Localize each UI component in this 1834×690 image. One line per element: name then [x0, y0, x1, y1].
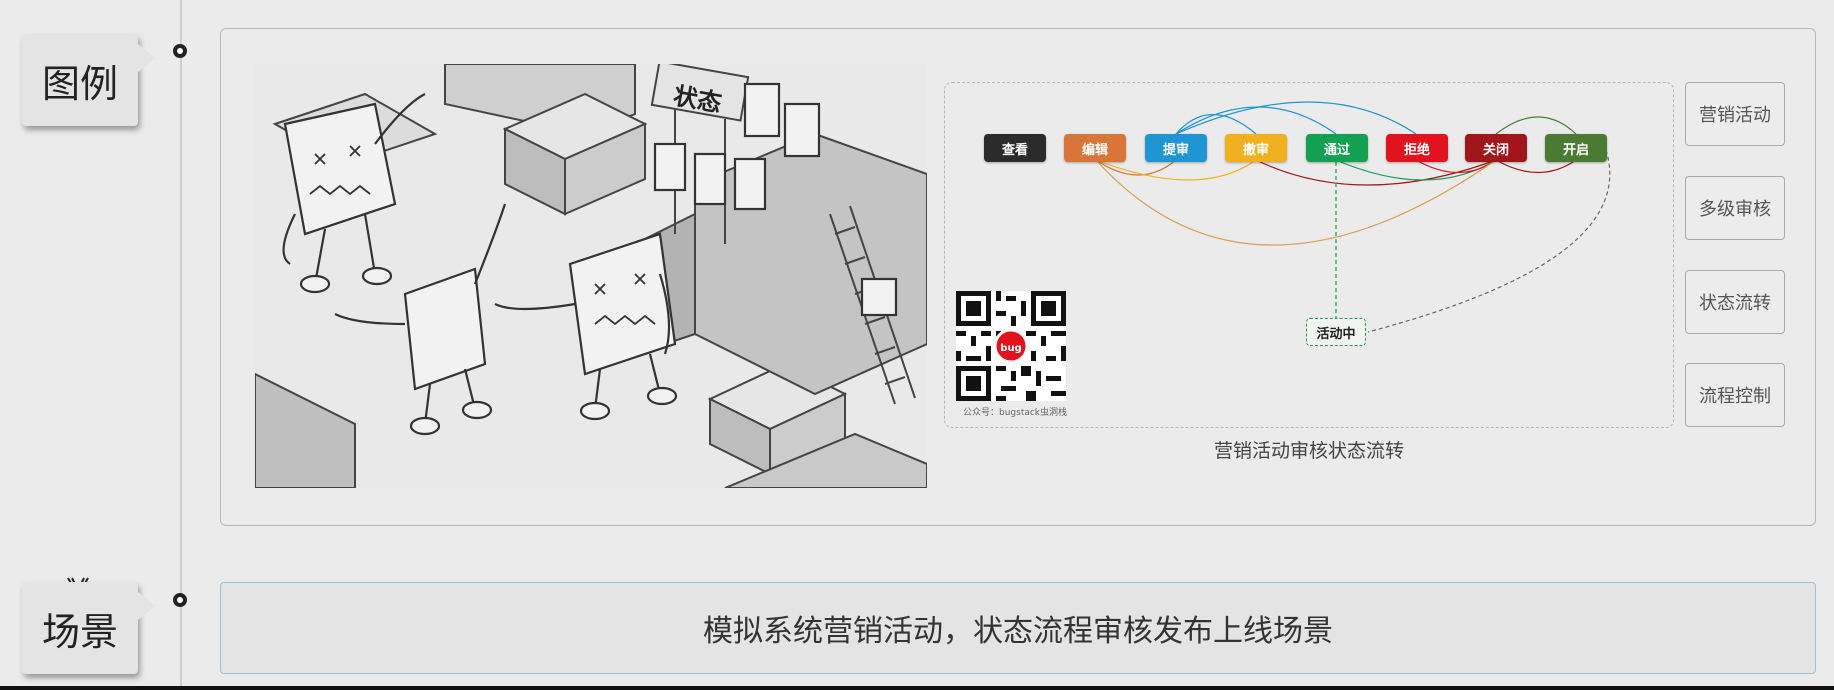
- timeline-line: [180, 0, 182, 690]
- tag-multi-level-review: 多级审核: [1685, 176, 1785, 240]
- qr-caption: 公众号：bugstack虫洞栈: [963, 408, 1068, 418]
- state-view: 查看: [984, 134, 1046, 162]
- legend-frame: [220, 28, 1816, 526]
- qr-code-icon: bug: [956, 291, 1066, 401]
- state-reject: 拒绝: [1386, 134, 1448, 162]
- scene-label: 场景: [22, 582, 156, 674]
- state-approve: 通过: [1306, 134, 1368, 162]
- state-active: 活动中: [1306, 318, 1366, 346]
- state-open: 开启: [1545, 134, 1607, 162]
- tag-flow-control: 流程控制: [1685, 363, 1785, 427]
- state-close: 关闭: [1465, 134, 1527, 162]
- qr-badge-text: bug: [1000, 343, 1021, 354]
- scene-description: 模拟系统营销活动，状态流程审核发布上线场景: [220, 582, 1816, 674]
- timeline-dot-legend: [173, 44, 187, 58]
- tag-state-transition: 状态流转: [1685, 270, 1785, 334]
- state-withdraw: 撤审: [1225, 134, 1287, 162]
- bottom-bar: [0, 686, 1834, 690]
- flow-diagram-frame: [944, 82, 1674, 428]
- illustration: 状态: [255, 64, 927, 488]
- timeline-dot-scene: [173, 593, 187, 607]
- diagram-caption: 营销活动审核状态流转: [1213, 440, 1404, 462]
- tag-marketing-activity: 营销活动: [1685, 82, 1785, 146]
- legend-label: 图例: [22, 34, 156, 126]
- state-edit: 编辑: [1064, 134, 1126, 162]
- state-submit: 提审: [1145, 134, 1207, 162]
